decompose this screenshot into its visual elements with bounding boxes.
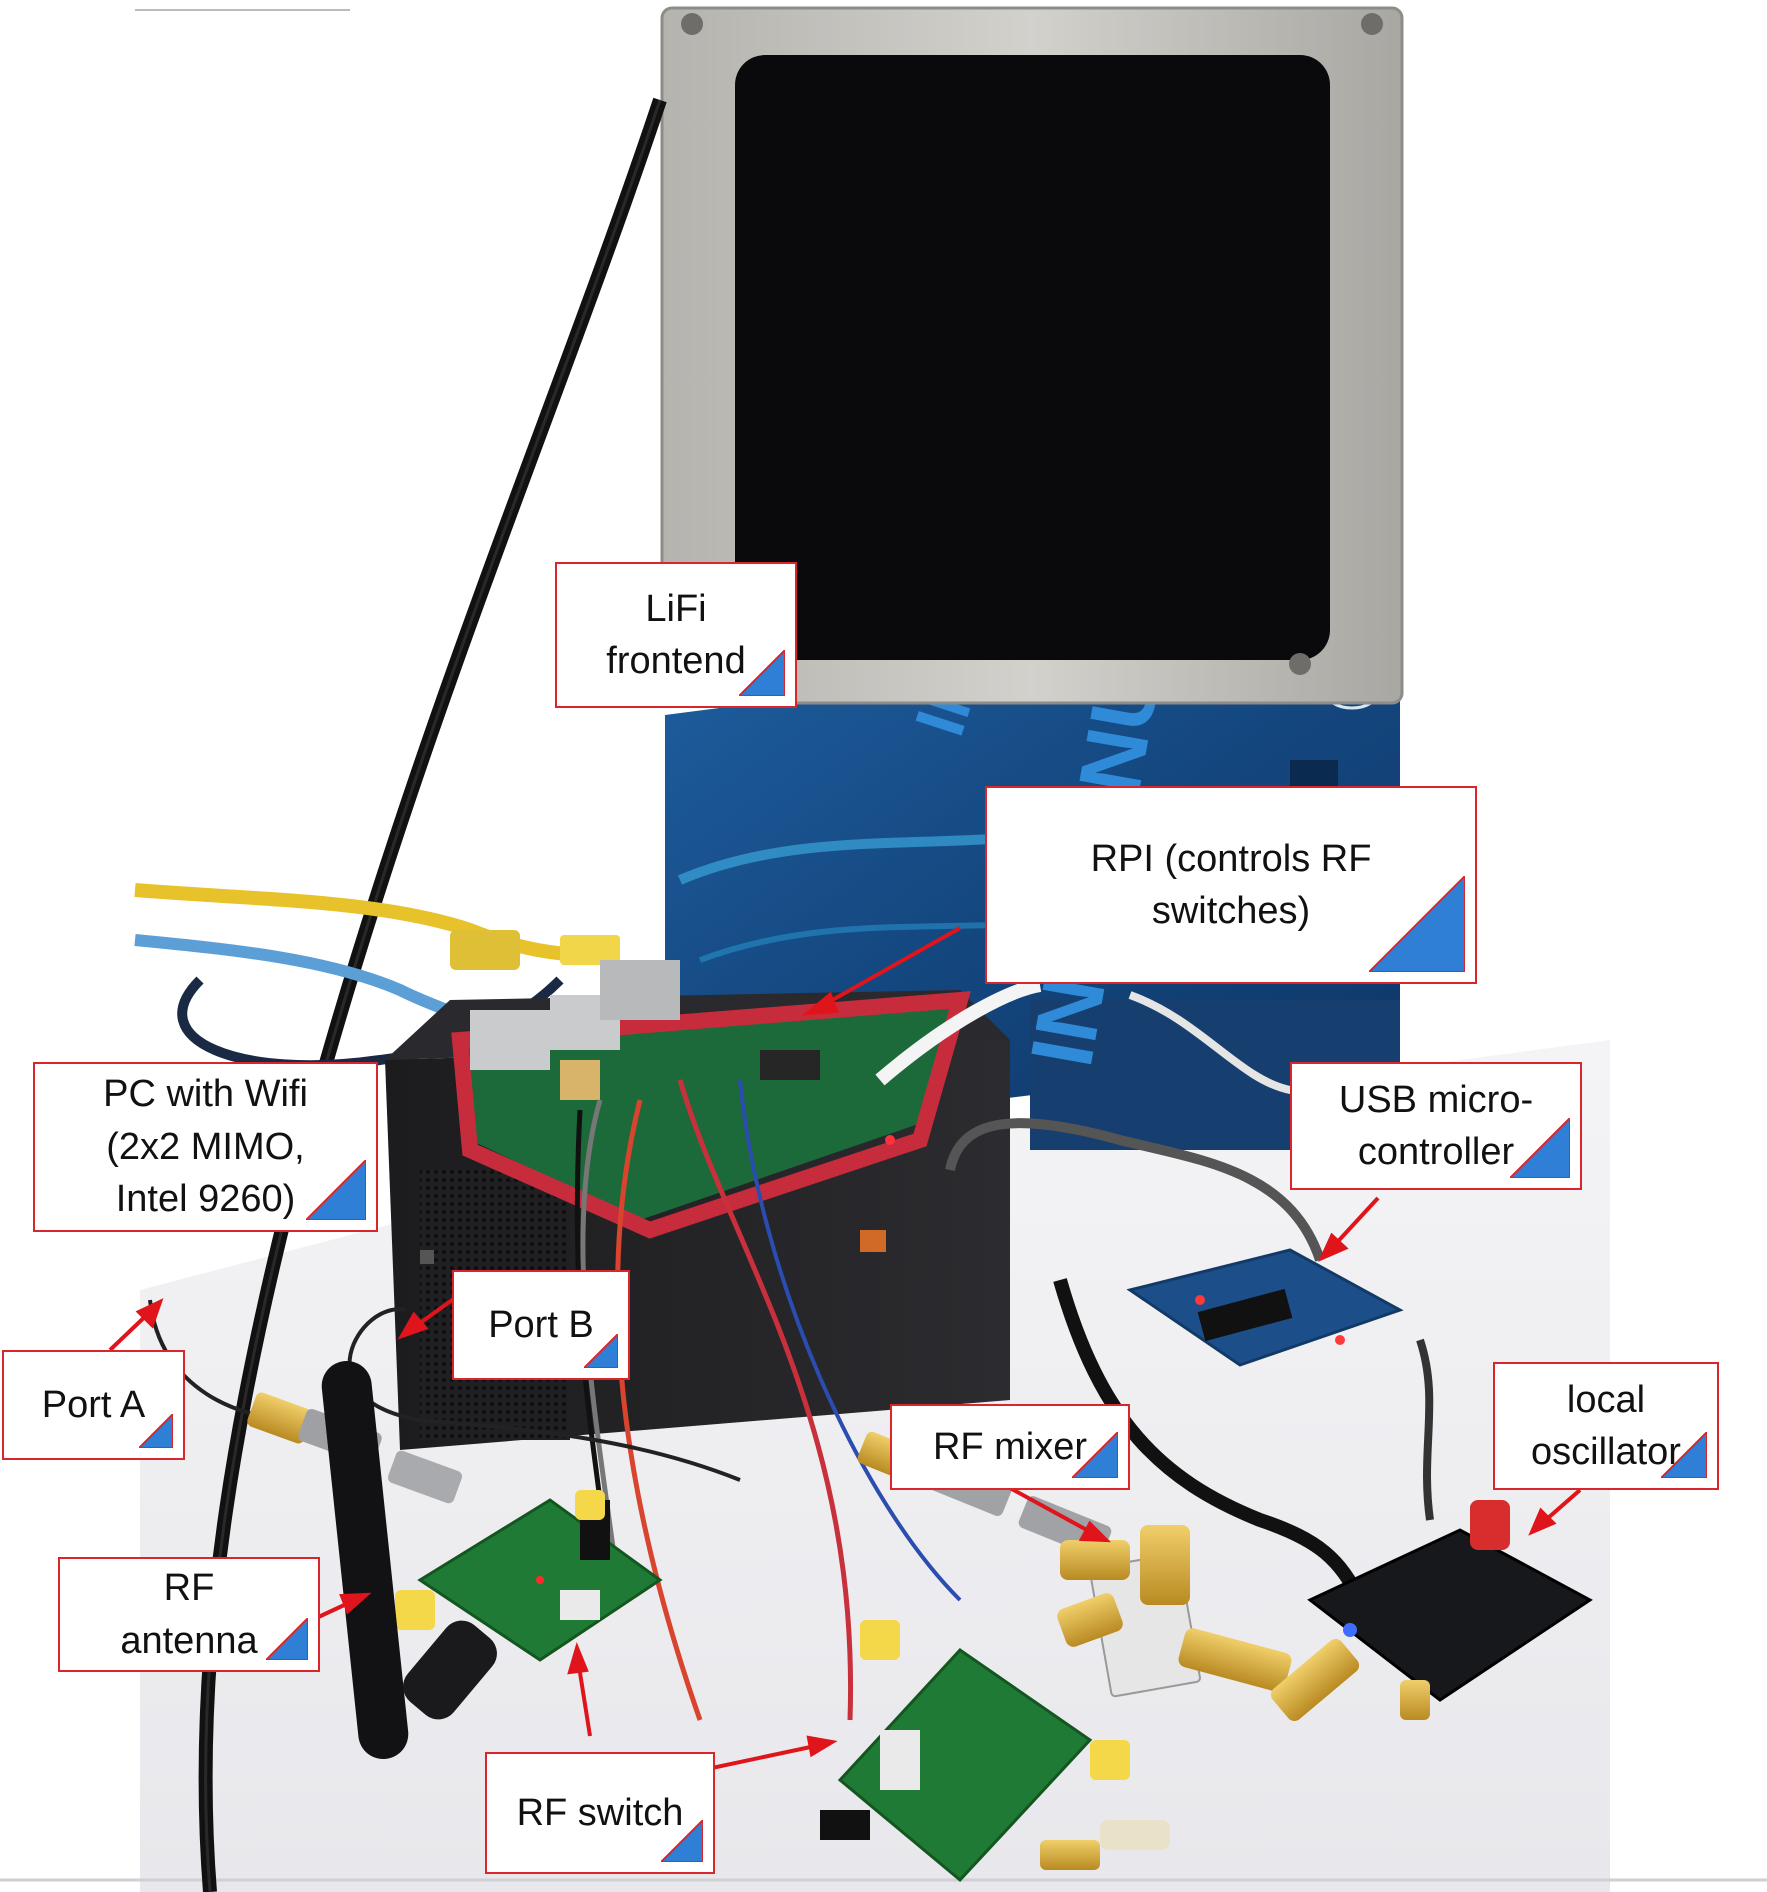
fold-corner-icon bbox=[739, 650, 785, 696]
fold-corner-icon bbox=[584, 1334, 618, 1368]
callout-line: controller bbox=[1357, 1131, 1515, 1173]
callout-rf-antenna: RF antenna bbox=[58, 1557, 320, 1672]
callout-line: Port B bbox=[488, 1303, 594, 1346]
callout-port-a: Port A bbox=[2, 1350, 185, 1460]
fold-corner-icon bbox=[1510, 1118, 1570, 1178]
fold-corner-icon bbox=[1072, 1432, 1118, 1478]
callout-rf-mixer: RF mixer bbox=[890, 1404, 1130, 1490]
callout-line: antenna bbox=[120, 1619, 258, 1662]
callout-pc-wifi: PC with Wifi (2x2 MIMO, Intel 9260) bbox=[33, 1062, 378, 1232]
callout-usb-microcontroller: USB micro- controller bbox=[1290, 1062, 1582, 1190]
fold-corner-icon bbox=[139, 1414, 173, 1448]
rf-switch-board-2 bbox=[820, 1620, 1170, 1883]
callout-line: Intel 9260) bbox=[115, 1178, 296, 1221]
callout-line: frontend bbox=[606, 640, 746, 682]
fold-corner-icon bbox=[1369, 876, 1465, 972]
local-oscillator-board bbox=[1307, 1500, 1593, 1720]
callout-line: switches) bbox=[1151, 890, 1311, 932]
callout-rpi: RPI (controls RF switches) bbox=[985, 786, 1477, 984]
callout-line: PC with Wifi bbox=[103, 1073, 308, 1116]
callout-local-oscillator: local oscillator bbox=[1493, 1362, 1719, 1490]
fold-corner-icon bbox=[1661, 1432, 1707, 1478]
callout-line: LiFi bbox=[645, 587, 707, 630]
fold-corner-icon bbox=[266, 1618, 308, 1660]
fold-corner-icon bbox=[306, 1160, 366, 1220]
usb-microcontroller-board bbox=[1126, 1248, 1404, 1367]
callout-rf-switch: RF switch bbox=[485, 1752, 715, 1874]
callout-line: (2x2 MIMO, bbox=[106, 1125, 305, 1168]
fold-corner-icon bbox=[661, 1820, 703, 1862]
callout-lifi-frontend: LiFi frontend bbox=[555, 562, 797, 708]
callout-line: RF mixer bbox=[932, 1425, 1088, 1468]
callout-port-b: Port B bbox=[452, 1270, 630, 1380]
callout-line: RPI (controls RF bbox=[1090, 837, 1372, 880]
callout-line: Port A bbox=[41, 1383, 146, 1426]
callout-line: oscillator bbox=[1531, 1431, 1681, 1473]
pointer-arrows bbox=[108, 926, 1582, 1780]
lifi-panel bbox=[660, 6, 1404, 705]
rf-mixer-hardware bbox=[1057, 1525, 1360, 1721]
callout-line: USB micro- bbox=[1338, 1078, 1534, 1121]
rf-antenna-hardware bbox=[321, 1360, 497, 1760]
callout-line: RF bbox=[163, 1567, 215, 1610]
callout-line: RF switch bbox=[516, 1791, 684, 1834]
rf-switch-board-1 bbox=[395, 1490, 663, 1662]
callout-line: local bbox=[1566, 1378, 1646, 1421]
